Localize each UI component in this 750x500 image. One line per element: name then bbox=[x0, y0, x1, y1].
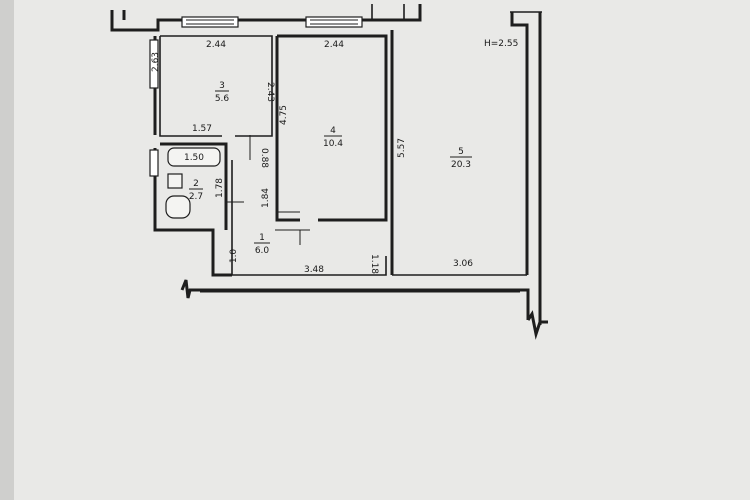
sink-fixture bbox=[167, 173, 183, 189]
room-3-number: 3 bbox=[219, 81, 225, 91]
room-4-area: 10.4 bbox=[323, 139, 343, 149]
room-3-area: 5.6 bbox=[215, 94, 230, 104]
dim-hall-width: 3.48 bbox=[304, 265, 324, 275]
room-5-number: 5 bbox=[458, 147, 464, 157]
top-exterior-wall bbox=[110, 4, 422, 32]
dim-corridor-side: 1.84 bbox=[261, 188, 271, 208]
bathtub-fixture bbox=[167, 147, 221, 167]
page-shadow bbox=[0, 0, 14, 500]
room-3 bbox=[159, 35, 273, 137]
room-5-area: 20.3 bbox=[451, 160, 471, 170]
room-1-area: 6.0 bbox=[255, 246, 270, 256]
dim-hall-right: 1.18 bbox=[369, 254, 379, 274]
room-2-area: 2.7 bbox=[189, 192, 203, 202]
room-2-number: 2 bbox=[193, 179, 199, 189]
bathroom bbox=[160, 142, 244, 230]
dim-bath-inner: 1.50 bbox=[184, 153, 204, 163]
dim-bath-side: 1.78 bbox=[215, 178, 225, 198]
left-exterior-wall bbox=[149, 36, 232, 277]
toilet-fixture bbox=[165, 195, 191, 219]
hall bbox=[231, 135, 527, 276]
room-4-number: 4 bbox=[330, 126, 336, 136]
dim-room4-width: 2.44 bbox=[324, 40, 344, 50]
dim-hall-left: 1.0 bbox=[229, 249, 239, 264]
room-5 bbox=[390, 11, 542, 325]
room-4 bbox=[275, 34, 388, 222]
dim-bath-door: 0.88 bbox=[259, 148, 269, 168]
left-wall-window bbox=[149, 39, 159, 89]
window-room-3 bbox=[181, 16, 239, 28]
dim-room4-depth: 4.75 bbox=[279, 105, 289, 125]
window-room-4 bbox=[305, 16, 363, 28]
dim-room5-depth: 5.57 bbox=[397, 138, 407, 158]
ceiling-height-label: H=2.55 bbox=[484, 39, 518, 49]
dim-room3-depth: 2.43 bbox=[265, 82, 275, 102]
dim-room5-width: 3.06 bbox=[453, 259, 473, 269]
dim-bath-top: 1.57 bbox=[192, 124, 212, 134]
room-1-number: 1 bbox=[259, 233, 265, 243]
bath-vent bbox=[149, 149, 159, 177]
dim-room3-width: 2.44 bbox=[206, 40, 226, 50]
dim-outer-wall: 2.63 bbox=[151, 52, 161, 72]
bottom-exterior-wall bbox=[180, 279, 548, 340]
